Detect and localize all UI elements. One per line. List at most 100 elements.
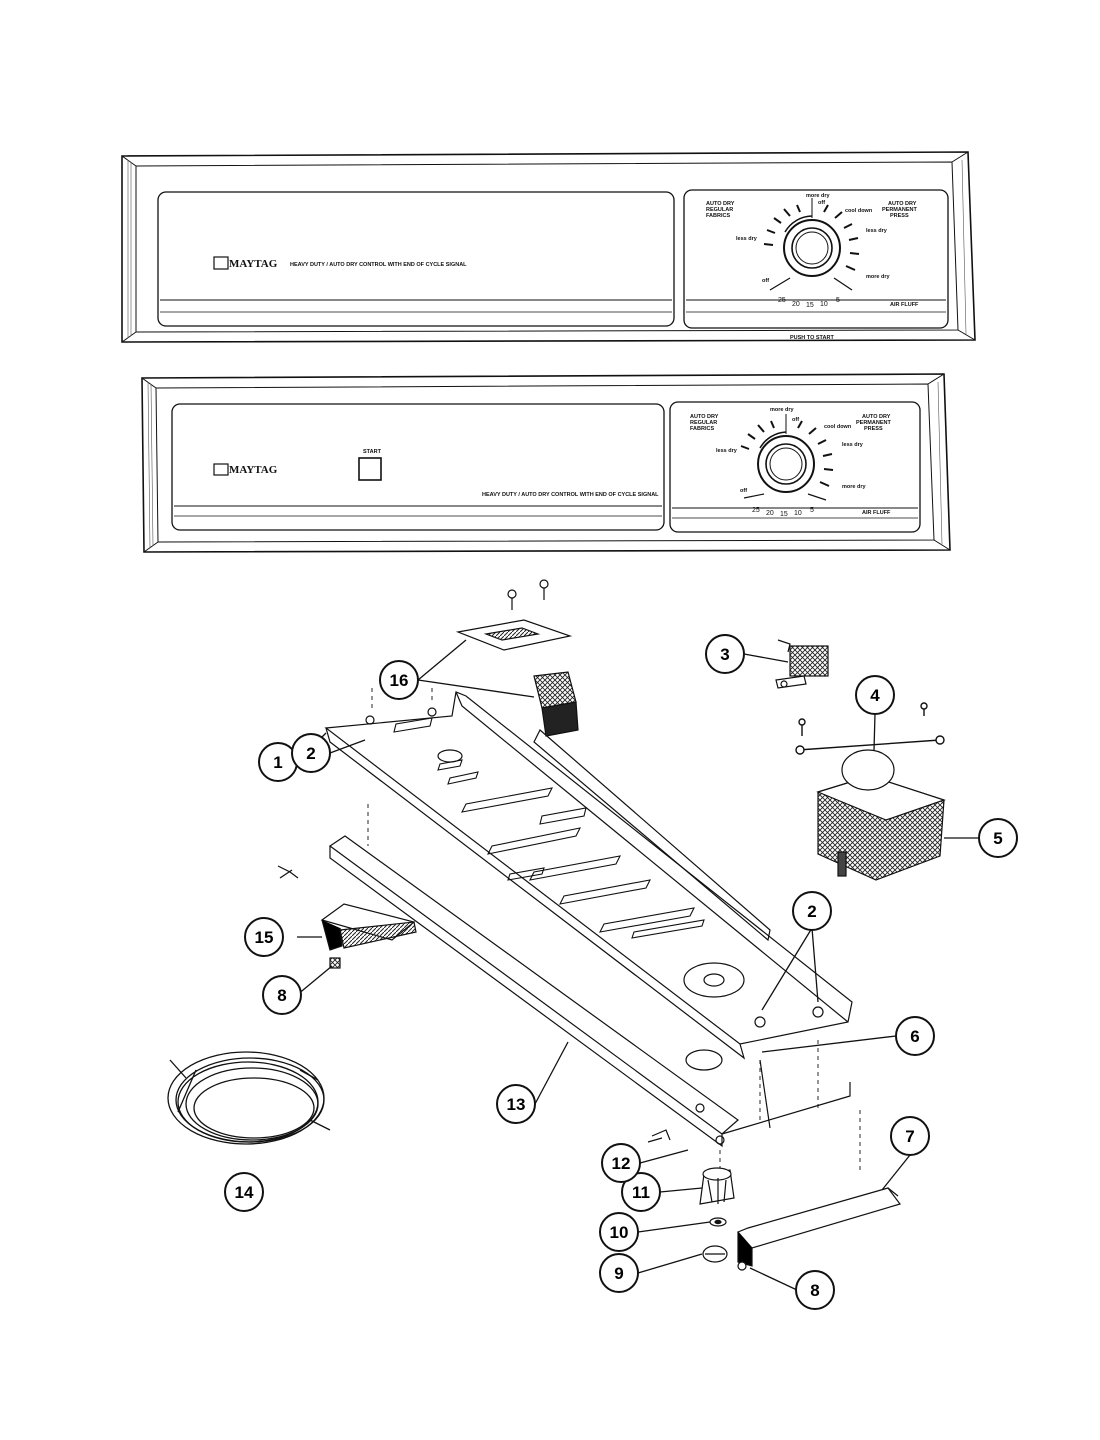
air-fluff-label: AIR FLUFF bbox=[890, 302, 919, 308]
dial-mark-less-dry-b: less dry bbox=[716, 448, 738, 454]
right-cycle-line2-2: PERMANENT bbox=[856, 420, 891, 426]
start-label: START bbox=[363, 449, 382, 455]
dial-mark-less-dry: less dry bbox=[736, 236, 758, 242]
callout-leaders bbox=[296, 639, 979, 1291]
dial-mark-more-dry-b2: more dry bbox=[842, 484, 866, 490]
callout-6: 6 bbox=[895, 1016, 935, 1056]
maytag-logo-2: MAYTAG bbox=[213, 463, 278, 476]
right-cycle-line2: PERMANENT bbox=[882, 207, 917, 213]
time-mark-20-b: 20 bbox=[766, 510, 774, 517]
cycle-dial-bottom[interactable] bbox=[740, 414, 834, 501]
part-knob-stack bbox=[647, 1129, 735, 1263]
callout-1: 1 bbox=[258, 742, 298, 782]
part-4-wire bbox=[795, 702, 945, 755]
time-mark-20: 20 bbox=[792, 301, 800, 308]
callout-8-right: 8 bbox=[795, 1270, 835, 1310]
left-cycle-line3: FABRICS bbox=[706, 213, 730, 219]
callout-label-9: 9 bbox=[614, 1264, 623, 1283]
model-description-2: HEAVY DUTY / AUTO DRY CONTROL WITH END O… bbox=[482, 492, 659, 498]
callout-9: 9 bbox=[599, 1253, 639, 1293]
time-mark-5: 5 bbox=[836, 297, 840, 304]
dial-mark-off-2: off bbox=[762, 278, 769, 284]
callout-label-16: 16 bbox=[390, 671, 409, 690]
part-7-bracket bbox=[736, 1187, 901, 1271]
dial-mark-less-dry-b2: less dry bbox=[842, 442, 864, 448]
right-cycle-line3: PRESS bbox=[890, 213, 909, 219]
brand-label-2: MAYTAG bbox=[229, 464, 278, 476]
callout-label-4: 4 bbox=[870, 686, 880, 705]
time-mark-10-b: 10 bbox=[794, 510, 802, 517]
callout-label-1: 1 bbox=[273, 753, 282, 772]
callout-label-7: 7 bbox=[905, 1127, 914, 1146]
left-cycle-line3-2: FABRICS bbox=[690, 426, 714, 432]
dial-mark-less-dry-2: less dry bbox=[866, 228, 888, 234]
exploded-assembly bbox=[324, 688, 861, 1190]
maytag-logo: MAYTAG bbox=[213, 256, 278, 270]
part-3-component bbox=[775, 639, 829, 689]
callout-8-left: 8 bbox=[262, 975, 302, 1015]
callout-label-8: 8 bbox=[277, 986, 286, 1005]
part-15-bracket bbox=[277, 865, 417, 969]
time-mark-15: 15 bbox=[806, 302, 814, 309]
brand-label: MAYTAG bbox=[229, 258, 278, 270]
callout-label-2b: 2 bbox=[807, 902, 816, 921]
right-cycle-line1-2: AUTO DRY bbox=[862, 414, 891, 420]
callout-10: 10 bbox=[599, 1212, 639, 1252]
callout-13: 13 bbox=[496, 1084, 536, 1124]
air-fluff-label-2: AIR FLUFF bbox=[862, 510, 891, 516]
callout-label-10: 10 bbox=[610, 1223, 629, 1242]
callout-label-12: 12 bbox=[612, 1154, 631, 1173]
left-cycle-line1: AUTO DRY bbox=[706, 201, 735, 207]
dial-mark-more-dry-2: more dry bbox=[866, 274, 890, 280]
callout-label-15: 15 bbox=[255, 928, 274, 947]
callout-12: 12 bbox=[601, 1143, 641, 1183]
dial-mark-more-dry-b: more dry bbox=[770, 407, 794, 413]
part-16-switch bbox=[455, 579, 579, 737]
right-cycle-line3-2: PRESS bbox=[864, 426, 883, 432]
left-cycle-line1-2: AUTO DRY bbox=[690, 414, 719, 420]
model-description: HEAVY DUTY / AUTO DRY CONTROL WITH END O… bbox=[290, 262, 467, 268]
left-cycle-line2-2: REGULAR bbox=[690, 420, 717, 426]
callout-11: 11 bbox=[621, 1172, 661, 1212]
dial-mark-cool-down-b: cool down bbox=[824, 424, 852, 430]
callout-3: 3 bbox=[705, 634, 745, 674]
dial-mark-off: off bbox=[818, 200, 825, 206]
callout-label-8b: 8 bbox=[810, 1281, 819, 1300]
time-mark-15-b: 15 bbox=[780, 511, 788, 518]
part-14-wire-harness bbox=[167, 1051, 331, 1145]
callout-label-6: 6 bbox=[910, 1027, 919, 1046]
right-cycle-line1: AUTO DRY bbox=[888, 201, 917, 207]
part-5-timer bbox=[816, 749, 946, 881]
cycle-dial-top[interactable] bbox=[763, 198, 860, 291]
start-button[interactable] bbox=[358, 457, 382, 481]
callout-15: 15 bbox=[244, 917, 284, 957]
callout-label-2: 2 bbox=[306, 744, 315, 763]
time-mark-25-b: 25 bbox=[752, 507, 760, 514]
left-cycle-line2: REGULAR bbox=[706, 207, 733, 213]
dial-mark-more-dry: more dry bbox=[806, 193, 830, 199]
callout-5: 5 bbox=[978, 818, 1018, 858]
push-to-start-label: PUSH TO START bbox=[790, 335, 834, 341]
callout-label-3: 3 bbox=[720, 645, 729, 664]
time-mark-25: 25 bbox=[778, 297, 786, 304]
callout-2-right: 2 bbox=[792, 891, 832, 931]
callout-7: 7 bbox=[890, 1116, 930, 1156]
callout-2-top: 2 bbox=[291, 733, 331, 773]
control-panel-top: MAYTAG HEAVY DUTY / AUTO DRY CONTROL WIT… bbox=[121, 151, 976, 343]
callout-label-13: 13 bbox=[507, 1095, 526, 1114]
time-mark-10: 10 bbox=[820, 301, 828, 308]
dial-mark-off-b2: off bbox=[740, 488, 747, 494]
callout-14: 14 bbox=[224, 1172, 264, 1212]
callout-label-5: 5 bbox=[993, 829, 1002, 848]
time-mark-5-b: 5 bbox=[810, 507, 814, 514]
callout-label-14: 14 bbox=[235, 1183, 254, 1202]
callout-label-11: 11 bbox=[632, 1183, 650, 1202]
control-panel-bottom: MAYTAG START HEAVY DUTY / AUTO DRY CONTR… bbox=[141, 373, 951, 553]
dial-mark-off-b: off bbox=[792, 417, 799, 423]
dial-mark-cool-down: cool down bbox=[845, 208, 873, 214]
callout-4: 4 bbox=[855, 675, 895, 715]
callouts: 1 2 3 4 5 6 7 8 bbox=[224, 634, 1018, 1310]
callout-16: 16 bbox=[379, 660, 419, 700]
